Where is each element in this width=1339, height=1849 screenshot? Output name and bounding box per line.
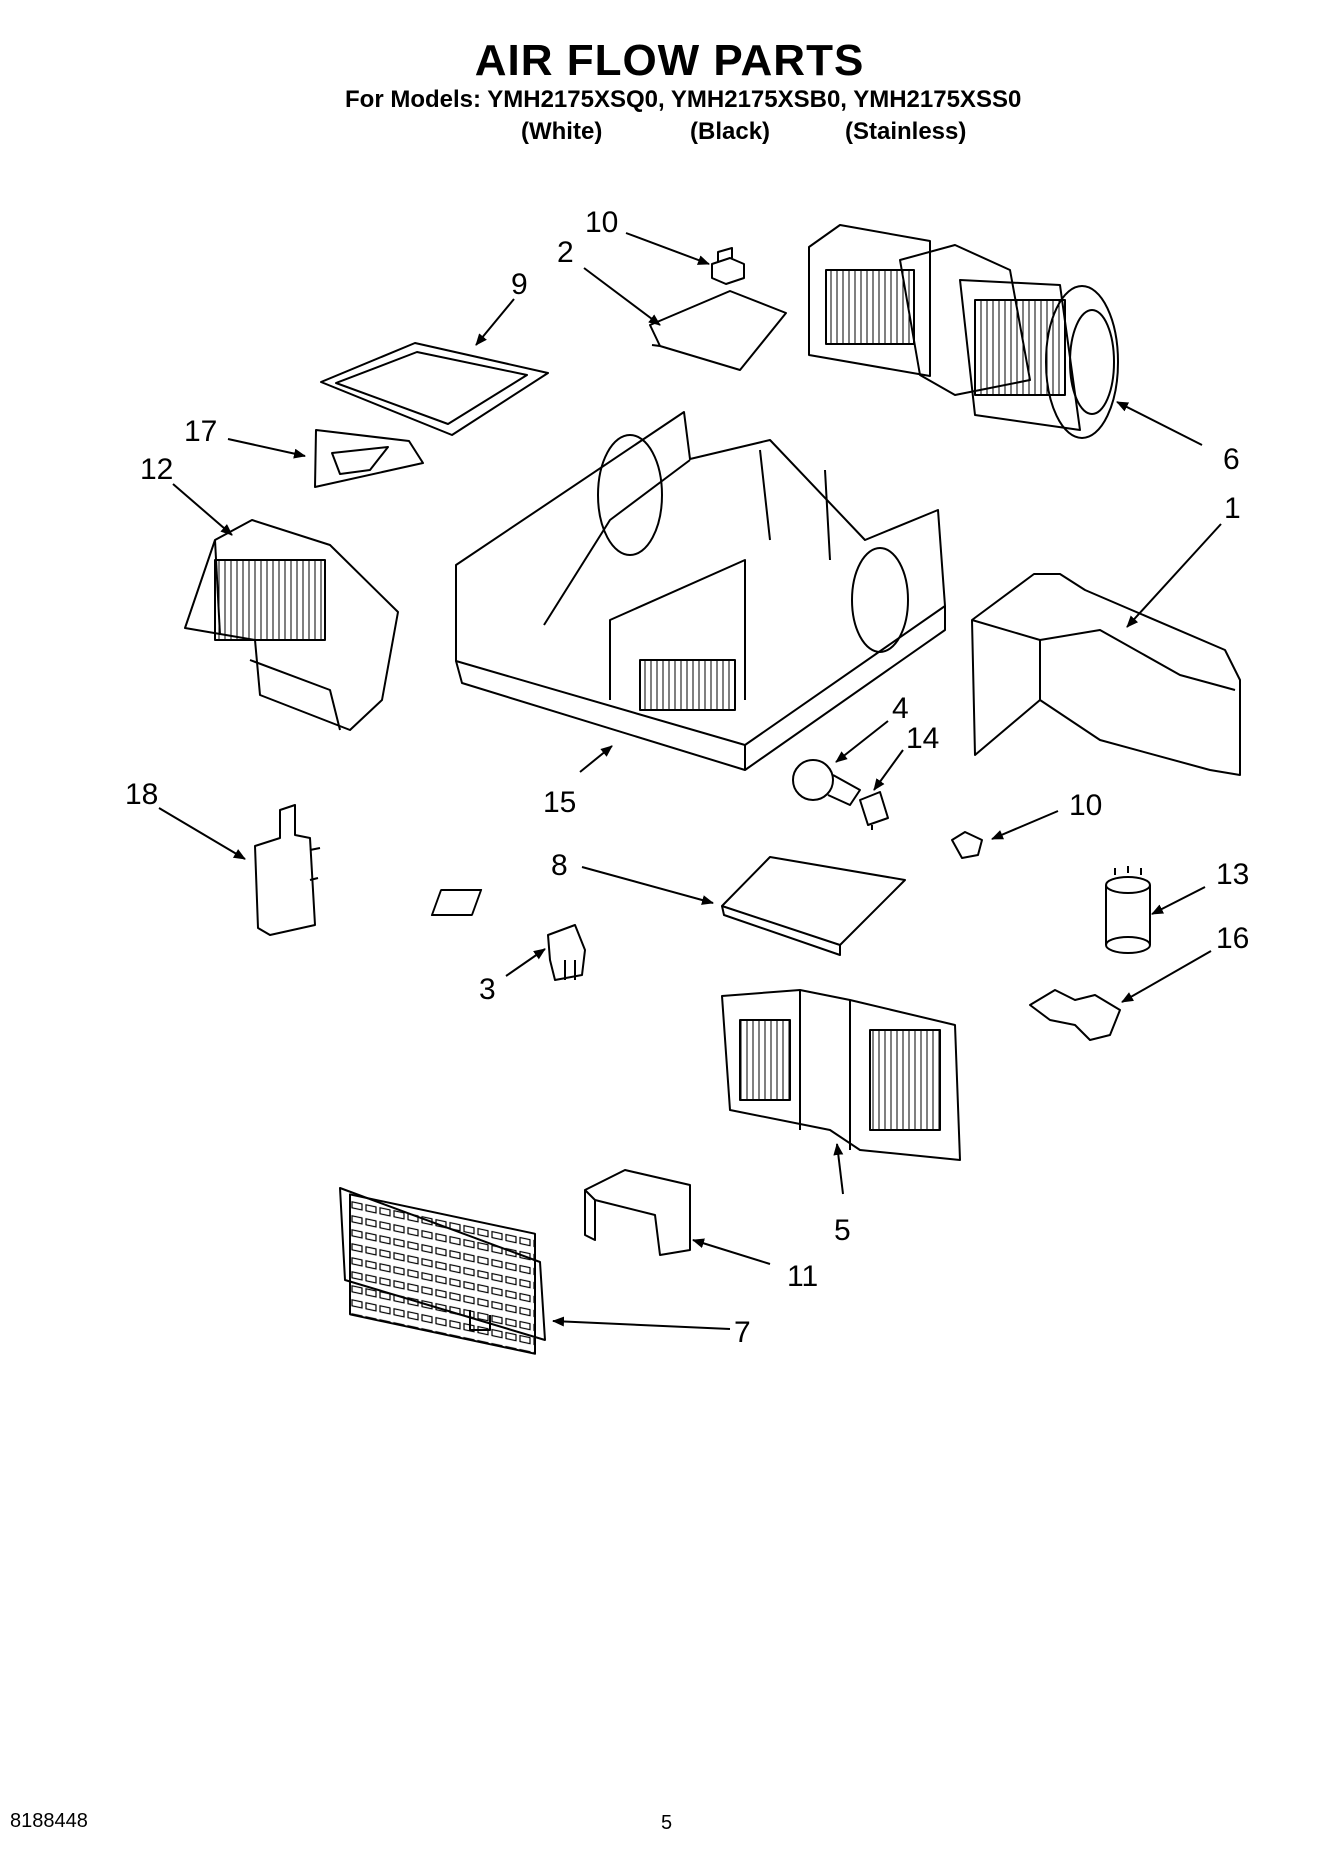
callout-17: 17 — [184, 415, 217, 448]
leader-17 — [227, 438, 306, 459]
leader-16 — [1121, 950, 1212, 1003]
callout-11: 11 — [787, 1260, 818, 1293]
leader-4 — [835, 720, 889, 763]
leader-12 — [172, 483, 233, 536]
leader-18 — [158, 807, 246, 860]
document-number: 8188448 — [10, 1810, 88, 1832]
leader-5 — [833, 1143, 844, 1195]
callout-7: 7 — [734, 1316, 751, 1349]
callout-5: 5 — [834, 1214, 851, 1247]
leader-14 — [873, 749, 904, 791]
part-18-bracket — [254, 804, 321, 936]
part-12-grille — [184, 519, 399, 731]
leader-13 — [1151, 886, 1206, 915]
leader-6 — [1116, 401, 1203, 446]
leader-9 — [475, 298, 515, 346]
callout-15: 15 — [543, 786, 576, 819]
page-number: 5 — [661, 1812, 673, 1834]
callout-6: 6 — [1223, 443, 1240, 476]
callout-4: 4 — [892, 692, 909, 725]
leader-1 — [1126, 523, 1222, 628]
callout-10-top: 10 — [585, 206, 618, 239]
part-7-vent-grille — [339, 1187, 546, 1355]
part-10-clip-top — [711, 247, 745, 285]
part-13-capacitor — [1105, 866, 1151, 954]
leader-10-top — [625, 232, 710, 265]
callout-10-bottom: 10 — [1069, 789, 1102, 822]
callout-1: 1 — [1224, 492, 1241, 525]
callout-12: 12 — [140, 453, 173, 486]
part-5-panel — [721, 989, 961, 1161]
leader-2 — [583, 267, 661, 326]
part-9-filter-frame — [320, 342, 549, 436]
callout-3: 3 — [479, 973, 496, 1006]
leader-10-bottom — [991, 810, 1059, 840]
leader-15 — [579, 745, 613, 773]
part-2-plate — [649, 290, 787, 371]
leader-8 — [581, 866, 714, 905]
callout-18: 18 — [125, 778, 158, 811]
leader-7 — [552, 1316, 731, 1330]
callout-9: 9 — [511, 268, 528, 301]
part-16-bracket — [1029, 989, 1121, 1041]
variant-white: (White) — [521, 118, 603, 145]
part-1-duct-cover — [971, 573, 1241, 776]
callout-2: 2 — [557, 236, 574, 269]
part-8-plate — [430, 856, 906, 956]
callout-13: 13 — [1216, 858, 1249, 891]
leader-3 — [505, 948, 546, 977]
part-10-clip-bottom — [951, 831, 983, 859]
part-3-switch — [547, 924, 586, 981]
model-list: For Models: YMH2175XSQ0, YMH2175XSB0, YM… — [345, 86, 1022, 113]
part-4-lamp — [792, 759, 861, 806]
part-11-shield — [584, 1169, 691, 1256]
callout-8: 8 — [551, 849, 568, 882]
part-14-socket — [859, 791, 889, 830]
part-15-base-housing — [455, 411, 946, 771]
callout-14: 14 — [906, 722, 939, 755]
leader-11 — [692, 1238, 771, 1265]
callout-16: 16 — [1216, 922, 1249, 955]
page-title: AIR FLOW PARTS — [474, 36, 865, 85]
part-17-label — [314, 429, 424, 488]
part-6-blower — [808, 224, 1119, 439]
variant-black: (Black) — [690, 118, 771, 145]
variant-stainless: (Stainless) — [845, 118, 967, 145]
